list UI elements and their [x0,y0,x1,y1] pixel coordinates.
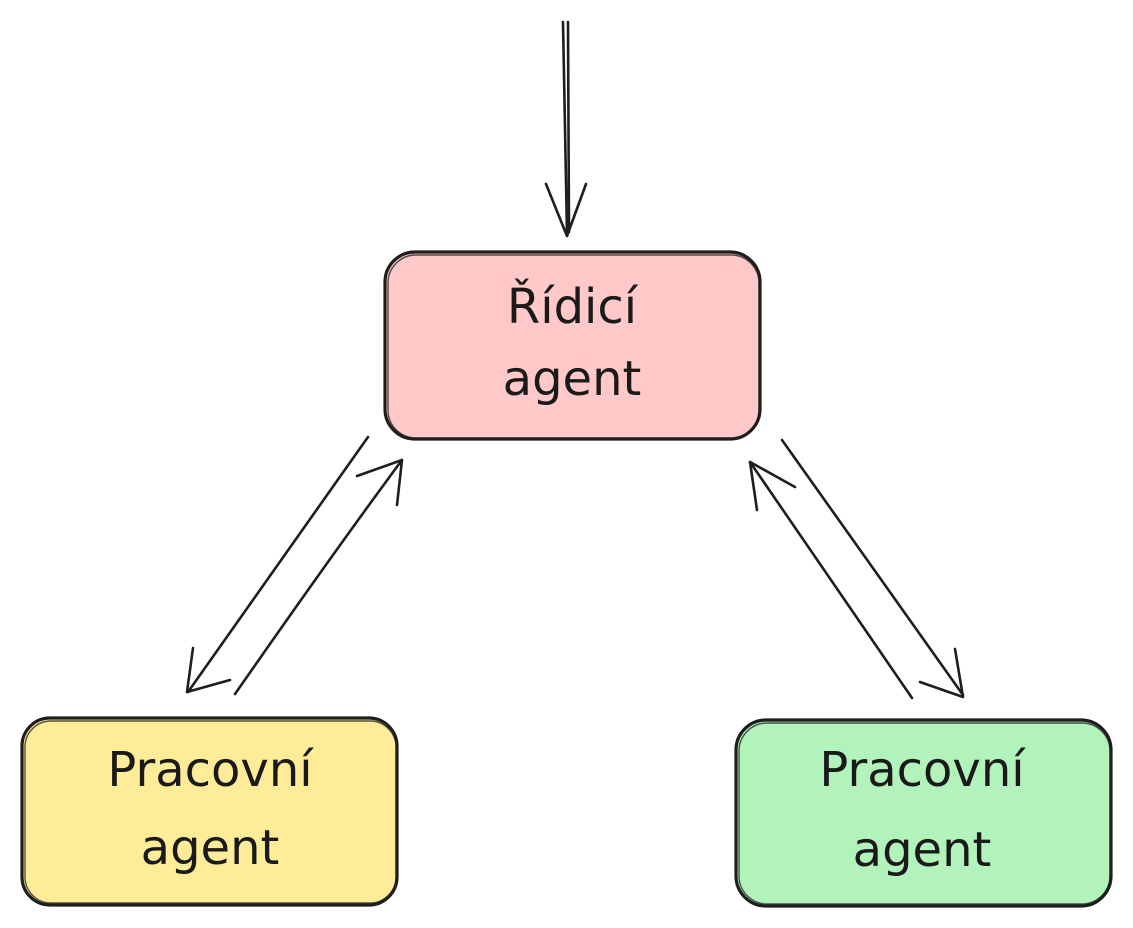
left-worker-agent-node: Pracovní agent [20,716,399,907]
right-worker-label-line2: agent [853,822,992,878]
left-worker-label-line1: Pracovní [107,742,314,798]
arrow-right-worker-to-controller [748,460,914,700]
input-arrow [544,20,588,238]
arrow-left-worker-to-controller [233,458,404,696]
left-worker-label-line2: agent [141,820,280,876]
arrow-controller-to-left-worker [185,435,370,694]
controller-label-line1: Řídicí [507,278,639,335]
right-worker-label-line1: Pracovní [819,742,1026,798]
right-worker-agent-node: Pracovní agent [734,718,1113,908]
controller-label-line2: agent [503,351,642,407]
arrow-controller-to-right-worker [780,438,965,699]
controller-agent-node: Řídicí agent [383,250,762,441]
